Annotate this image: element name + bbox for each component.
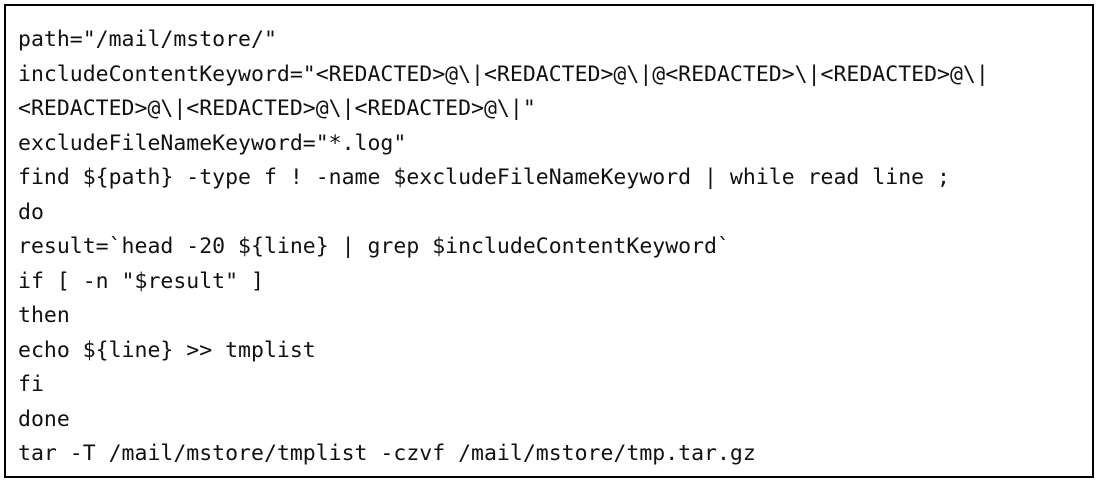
code-line: includeContentKeyword="<REDACTED>@\|<RED… [18, 61, 989, 87]
code-line: <REDACTED>@\|<REDACTED>@\|<REDACTED>@\|" [18, 96, 536, 121]
code-listing: path="/mail/mstore/" includeContentKeywo… [18, 23, 989, 472]
code-line: result=`head -20 ${line} | grep $include… [18, 234, 730, 259]
code-line: tar -T /mail/mstore/tmplist -czvf /mail/… [18, 441, 756, 466]
code-line: if [ -n "$result" ] [18, 268, 264, 294]
code-line: fi [18, 372, 44, 397]
code-line: then [18, 303, 70, 328]
code-line: done [18, 406, 70, 432]
code-listing-box: path="/mail/mstore/" includeContentKeywo… [4, 4, 1094, 478]
code-line: find ${path} -type f ! -name $excludeFil… [18, 165, 950, 190]
code-line: echo ${line} >> tmplist [18, 337, 316, 363]
code-line: do [18, 199, 44, 225]
code-line: excludeFileNameKeyword="*.log" [18, 130, 407, 156]
code-line: path="/mail/mstore/" [18, 27, 277, 52]
